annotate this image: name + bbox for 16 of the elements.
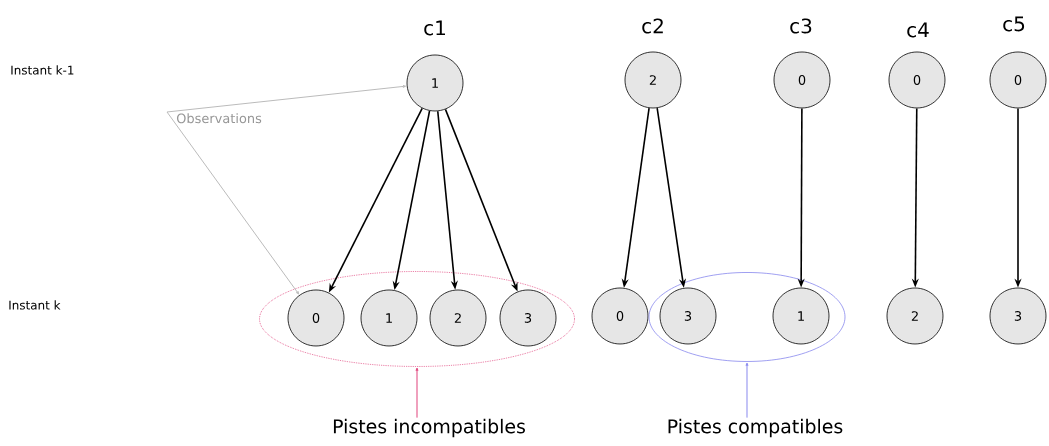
column-label: c5: [1003, 16, 1025, 32]
column-label: c3: [790, 18, 812, 34]
row-label: Instant k-1: [11, 65, 74, 75]
leader-line: [415, 367, 419, 419]
caption-text: Pistes incompatibles: [333, 418, 525, 438]
leader-line: [166, 85, 407, 113]
leader-line: [745, 362, 749, 419]
annotation-text: Observations: [176, 113, 262, 124]
leader-line: [166, 111, 300, 295]
row-label: Instant k: [9, 300, 61, 310]
column-label: c4: [907, 22, 929, 38]
column-label: c1: [424, 20, 445, 36]
group-ellipse: [648, 272, 846, 362]
caption-text: Pistes compatibles: [668, 418, 843, 438]
group-ellipse: [259, 271, 575, 367]
column-label: c2: [642, 18, 663, 34]
